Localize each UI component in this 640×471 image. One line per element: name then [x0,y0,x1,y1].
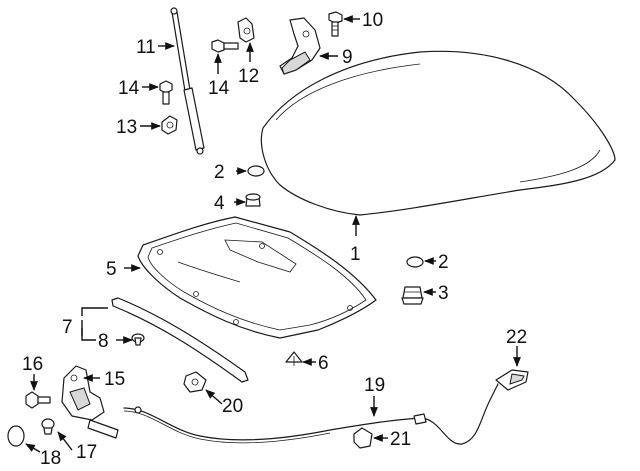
hood-bumper [401,286,424,305]
callout-1: 1 [350,244,361,265]
callout-20: 20 [222,396,243,417]
callout-14-upper: 14 [208,78,230,99]
callout-4: 4 [214,193,225,214]
seal-clip [131,333,145,346]
callout-15: 15 [104,369,125,390]
bolt-lower [159,80,173,105]
callout-2-lower: 2 [438,252,449,273]
latch-bolt [25,391,51,409]
callout-22: 22 [506,327,527,348]
hood-panel [260,50,616,216]
cable-clip [353,427,373,449]
callout-12: 12 [238,66,259,87]
callout-9: 9 [342,47,353,68]
callout-labels: 1 2 2 3 4 5 6 7 8 9 10 11 12 13 14 14 15… [22,10,527,469]
callout-5: 5 [106,259,117,280]
callout-19: 19 [364,375,385,396]
hinge-bolt [328,11,343,37]
lift-support-strut [170,7,205,155]
strut-bracket [237,17,255,43]
hood-hinge [279,17,321,75]
release-handle [495,369,529,391]
cable-clamp [183,371,207,393]
callout-16: 16 [22,354,43,375]
callout-17: 17 [76,442,97,463]
retainer-clip [285,351,303,366]
release-cable [123,383,499,445]
hole-plug [7,425,25,447]
hood-insulator [137,216,377,339]
callout-11: 11 [136,37,156,58]
hood-latch [61,365,119,439]
callout-3: 3 [438,283,449,304]
grommet-lower [406,256,424,268]
callout-13: 13 [116,117,137,138]
hood-stopper [245,193,261,207]
callout-7: 7 [62,317,73,338]
callout-6: 6 [318,353,329,374]
ball-stud [161,115,178,135]
bolt-upper [211,39,239,53]
latch-bumper [41,418,55,435]
callout-2-upper: 2 [214,162,225,183]
leader-lines [25,15,521,453]
callout-14-lower: 14 [118,78,140,99]
callout-8: 8 [98,331,109,352]
grommet-upper [247,165,265,177]
callout-10: 10 [362,10,383,31]
callout-21: 21 [390,429,411,450]
callout-18: 18 [40,448,61,469]
hood-seal [111,297,249,383]
